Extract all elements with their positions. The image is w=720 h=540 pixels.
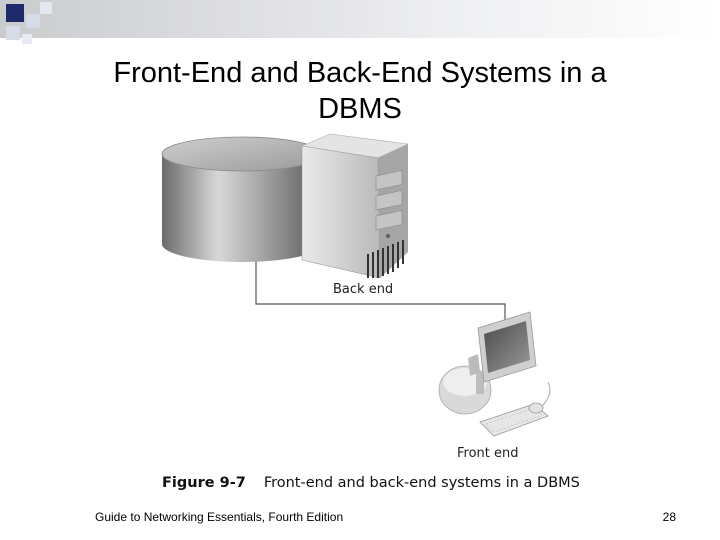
- dbms-diagram: [161, 133, 551, 437]
- front-end-label: Front end: [457, 446, 519, 461]
- slide-title-line1: Front-End and Back-End Systems in a: [113, 57, 607, 89]
- figure-caption-text: Front-end and back-end systems in a DBMS: [263, 475, 580, 491]
- figure-number: Figure 9-7: [162, 475, 246, 491]
- figure-caption: Figure 9-7 Front-end and back-end systems…: [162, 475, 580, 491]
- decorative-squares: [0, 0, 60, 48]
- page-number: 28: [662, 510, 676, 524]
- dbms-figure: Back end Front end: [150, 132, 570, 461]
- desktop-computer-icon: [438, 311, 551, 437]
- back-end-label: Back end: [333, 282, 394, 297]
- database-cylinder-icon: [161, 136, 323, 262]
- slide-title: Front-End and Back-End Systems in a DBMS: [40, 55, 680, 127]
- slide-title-line2: DBMS: [318, 93, 402, 125]
- connection-line: [255, 252, 506, 322]
- server-tower-icon: [300, 133, 410, 279]
- footer-source: Guide to Networking Essentials, Fourth E…: [95, 510, 344, 524]
- header-gradient-band: [0, 0, 720, 38]
